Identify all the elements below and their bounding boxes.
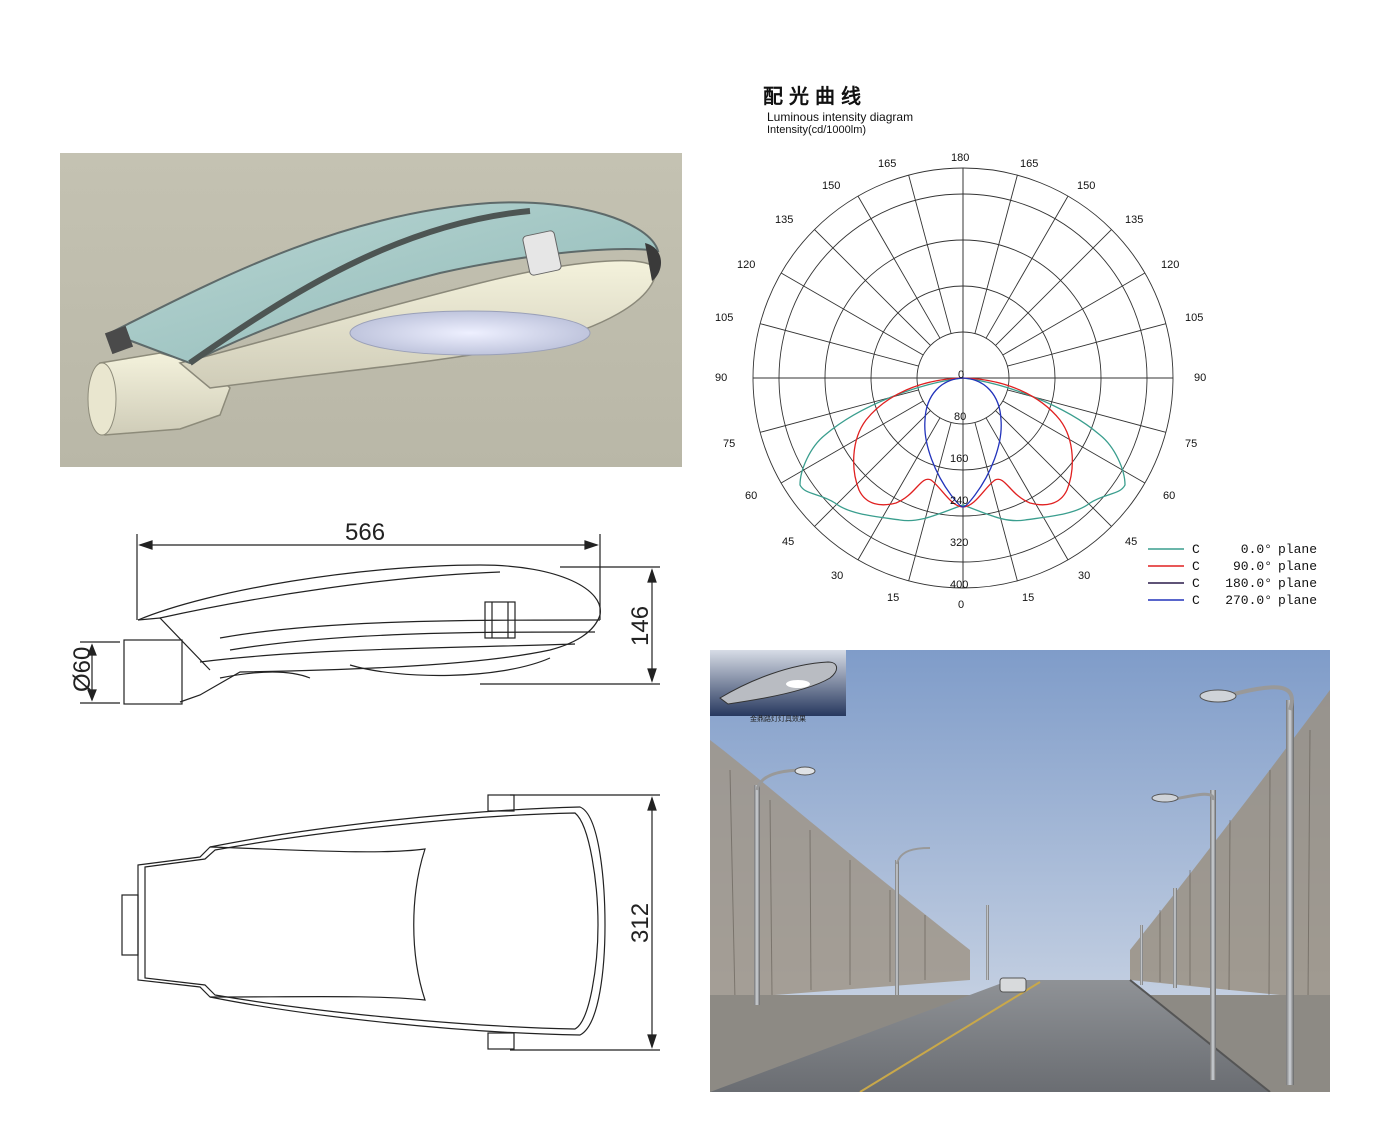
luminaire-3d-render: [60, 153, 682, 467]
angle-label: 75: [1185, 438, 1197, 450]
polar-spoke: [780, 400, 924, 484]
angle-label: 60: [745, 490, 757, 502]
polar-spoke: [814, 410, 931, 527]
svg-text:plane: plane: [1278, 559, 1317, 574]
radial-label: 160: [950, 453, 968, 465]
angle-label: 150: [822, 180, 840, 192]
legend-item-c270: C 270.0° plane: [1148, 593, 1317, 608]
legend-item-c90: C 90.0° plane: [1148, 559, 1317, 574]
radial-label: 80: [954, 411, 966, 423]
svg-text:90.0°: 90.0°: [1233, 559, 1272, 574]
polar-spoke: [1002, 400, 1146, 484]
height-dimension-label: 146: [627, 606, 654, 646]
polar-spoke: [974, 422, 1018, 581]
polar-curve: [924, 377, 1002, 508]
legend-item-c0: C 0.0° plane: [1148, 542, 1317, 557]
polar-spoke: [995, 229, 1112, 346]
radial-label: 240: [950, 495, 968, 507]
svg-text:plane: plane: [1278, 593, 1317, 608]
polar-spoke: [985, 195, 1069, 339]
angle-label: 30: [831, 570, 843, 582]
polar-spoke: [857, 417, 941, 561]
svg-text:C: C: [1192, 576, 1200, 591]
angle-label: 165: [878, 158, 896, 170]
length-dimension-label: 566: [345, 520, 385, 546]
street-light-poles: [754, 685, 1294, 1085]
radial-label: 320: [950, 537, 968, 549]
polar-curves: [799, 377, 1126, 522]
chart-subtitle: Luminous intensity diagram: [767, 110, 914, 124]
top-view-drawing: 312: [60, 785, 680, 1065]
diameter-dimension-label: Ø60: [69, 647, 96, 692]
angle-label: 165: [1020, 158, 1038, 170]
polar-spoke: [1007, 323, 1166, 367]
legend-item-c180: C 180.0° plane: [1148, 576, 1317, 591]
angle-label: 90: [1194, 372, 1206, 384]
street-installation-photo: 金鼎路灯灯具效果: [710, 650, 1330, 1092]
polar-grid: [752, 167, 1174, 589]
radial-label: 400: [950, 579, 968, 591]
svg-text:0.0°: 0.0°: [1241, 542, 1272, 557]
svg-text:C: C: [1192, 559, 1200, 574]
svg-text:plane: plane: [1278, 576, 1317, 591]
angle-label: 135: [775, 214, 793, 226]
luminous-intensity-diagram: 配光曲线 Luminous intensity diagram Intensit…: [705, 75, 1345, 620]
polar-spoke: [974, 175, 1018, 334]
angle-label: 15: [887, 592, 899, 604]
chart-title-cn: 配光曲线: [763, 84, 867, 108]
angle-label: 45: [782, 536, 794, 548]
side-view-drawing: 566 146 Ø60: [60, 519, 680, 720]
polar-spoke: [985, 417, 1069, 561]
polar-spoke: [1002, 272, 1146, 356]
angle-label: 135: [1125, 214, 1143, 226]
angle-label-180: 180: [951, 152, 969, 164]
polar-curve: [799, 377, 1126, 522]
svg-text:180.0°: 180.0°: [1225, 576, 1272, 591]
angle-label: 105: [1185, 312, 1203, 324]
radial-label: 0: [958, 369, 964, 381]
polar-spoke: [814, 229, 931, 346]
svg-text:plane: plane: [1278, 542, 1317, 557]
inset-product-thumbnail: [710, 650, 846, 716]
angle-label: 15: [1022, 592, 1034, 604]
angle-label-0: 0: [958, 599, 964, 611]
polar-spoke: [760, 323, 919, 367]
polar-spoke: [780, 272, 924, 356]
polar-spoke: [908, 422, 952, 581]
svg-text:C: C: [1192, 593, 1200, 608]
angle-label: 120: [1161, 259, 1179, 271]
angle-label: 60: [1163, 490, 1175, 502]
polar-spoke: [857, 195, 941, 339]
angle-label: 90: [715, 372, 727, 384]
angle-label: 75: [723, 438, 735, 450]
inset-caption: 金鼎路灯灯具效果: [750, 715, 806, 723]
polar-spoke: [908, 175, 952, 334]
polar-spoke: [995, 410, 1112, 527]
angle-label: 120: [737, 259, 755, 271]
svg-text:C: C: [1192, 542, 1200, 557]
angle-label: 105: [715, 312, 733, 324]
angle-label: 30: [1078, 570, 1090, 582]
chart-unit: Intensity(cd/1000lm): [767, 124, 867, 136]
svg-text:270.0°: 270.0°: [1225, 593, 1272, 608]
angle-label: 45: [1125, 536, 1137, 548]
angle-label: 150: [1077, 180, 1095, 192]
chart-legend: C 0.0° plane C 90.0° plane C 180.0° plan…: [1148, 542, 1317, 608]
width-dimension-label: 312: [627, 903, 654, 943]
